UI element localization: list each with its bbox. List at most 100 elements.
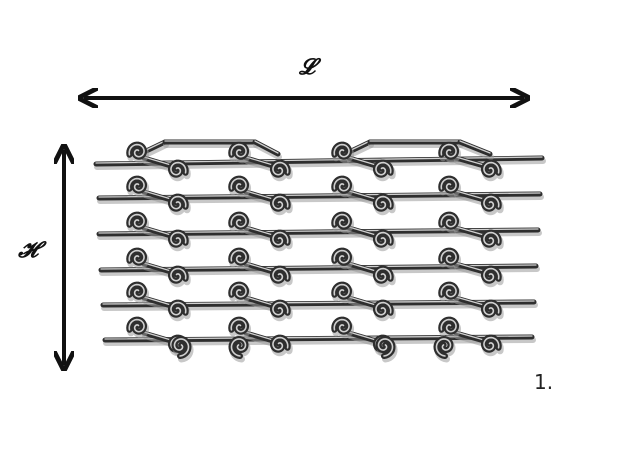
scroll-inner	[272, 195, 289, 210]
scroll-right-r4-c1	[167, 265, 191, 288]
scroll-inner	[272, 231, 289, 246]
iron-panel	[93, 139, 546, 363]
diagonal-link	[346, 295, 380, 312]
scroll-inner	[272, 301, 289, 316]
rod-shadow	[244, 298, 277, 312]
rod-body	[453, 225, 487, 239]
scroll-right-r5-c4	[480, 299, 504, 322]
rod-highlight	[459, 140, 491, 154]
scroll-left-r5-c2	[228, 281, 252, 304]
scroll-left-r6-c4	[438, 316, 462, 339]
rod-shadow	[454, 333, 488, 347]
diagonal-link	[141, 261, 175, 278]
rod-highlight	[143, 296, 172, 306]
rod-shadow	[142, 228, 175, 242]
scroll-right-r4-c3	[372, 265, 396, 288]
scroll-inner	[440, 283, 457, 298]
scroll-right-r3-c4	[480, 229, 504, 252]
rod-body	[346, 295, 379, 309]
rod-shadow	[454, 192, 488, 206]
rod-body	[141, 225, 174, 239]
scroll-inner	[170, 301, 187, 316]
scroll-right-r6-c4	[480, 334, 504, 357]
diagonal-link	[141, 330, 175, 347]
scroll-inner	[483, 301, 500, 316]
rod-shadow	[244, 192, 277, 206]
rod-shadow	[142, 264, 175, 278]
rod-highlight	[348, 296, 377, 306]
rod-highlight	[143, 262, 172, 272]
height-dimension: 𝓗	[17, 150, 64, 365]
bottom-scroll-2	[228, 335, 251, 363]
scroll-inner	[483, 195, 500, 210]
scroll-right-r6-c2	[269, 334, 293, 357]
scroll-inner	[333, 177, 350, 192]
scroll-right-r1-c4	[480, 159, 504, 182]
diagonal-link	[346, 155, 380, 172]
rod-highlight	[143, 156, 172, 166]
scroll-left-r3-c1	[126, 211, 150, 234]
scroll-left-r3-c2	[228, 211, 252, 234]
rod-body	[252, 139, 281, 157]
scroll-inner	[333, 213, 350, 228]
rod-highlight	[245, 262, 274, 272]
scroll-inner	[230, 143, 247, 158]
rod-highlight	[455, 262, 485, 272]
scroll-inner	[333, 143, 350, 158]
diagonal-link	[346, 225, 380, 242]
scroll-inner	[440, 249, 457, 264]
scroll-inner	[230, 283, 247, 298]
rod-body	[346, 189, 379, 203]
rod-body	[243, 261, 276, 275]
rod-highlight	[455, 156, 485, 166]
diagonal-link	[453, 295, 488, 312]
scroll-inner	[128, 249, 145, 264]
rod-body	[346, 330, 379, 344]
scroll-inner	[170, 231, 187, 246]
rod-body	[453, 155, 487, 169]
rod-shadow	[454, 158, 488, 172]
scroll-inner	[170, 161, 187, 176]
rod-highlight	[143, 226, 172, 236]
rod-shadow	[347, 228, 380, 242]
scroll-inner	[230, 177, 247, 192]
scroll-right-r5-c3	[372, 299, 396, 322]
rod-shadow	[142, 192, 175, 206]
rod-highlight	[348, 331, 377, 341]
scroll-inner	[272, 267, 289, 282]
scroll-inner	[440, 177, 457, 192]
scroll-inner	[128, 213, 145, 228]
diagonal-link	[243, 189, 277, 206]
scroll-left-r1-c1	[126, 141, 150, 164]
scroll-inner	[375, 231, 392, 246]
scroll-inner	[377, 338, 394, 357]
scroll-right-r1-c3	[372, 159, 396, 182]
scroll-inner	[173, 338, 190, 357]
rod-body	[453, 295, 487, 309]
rod-shadow	[142, 333, 175, 347]
scroll-left-r3-c3	[331, 211, 355, 234]
top-arch-segment	[252, 139, 282, 160]
scroll-inner	[128, 318, 145, 333]
rod-highlight	[143, 190, 172, 200]
scroll-left-r6-c3	[331, 316, 355, 339]
scroll-right-r2-c4	[480, 193, 504, 216]
rod-body	[141, 261, 174, 275]
top-arch-segment	[457, 139, 494, 160]
rod-highlight	[455, 190, 485, 200]
scroll-inner	[333, 249, 350, 264]
rod-shadow	[454, 298, 488, 312]
diagonal-link	[243, 225, 277, 242]
rod-shadow	[347, 264, 380, 278]
diagonal-link	[346, 189, 380, 206]
rod-body	[141, 330, 174, 344]
scroll-right-r3-c2	[269, 229, 293, 252]
scroll-right-r3-c1	[167, 229, 191, 252]
scroll-inner	[483, 161, 500, 176]
bottom-scroll-1	[171, 335, 194, 363]
rod-body	[243, 155, 276, 169]
rod-highlight	[143, 331, 172, 341]
diagonal-link	[453, 261, 488, 278]
scroll-inner	[440, 143, 457, 158]
